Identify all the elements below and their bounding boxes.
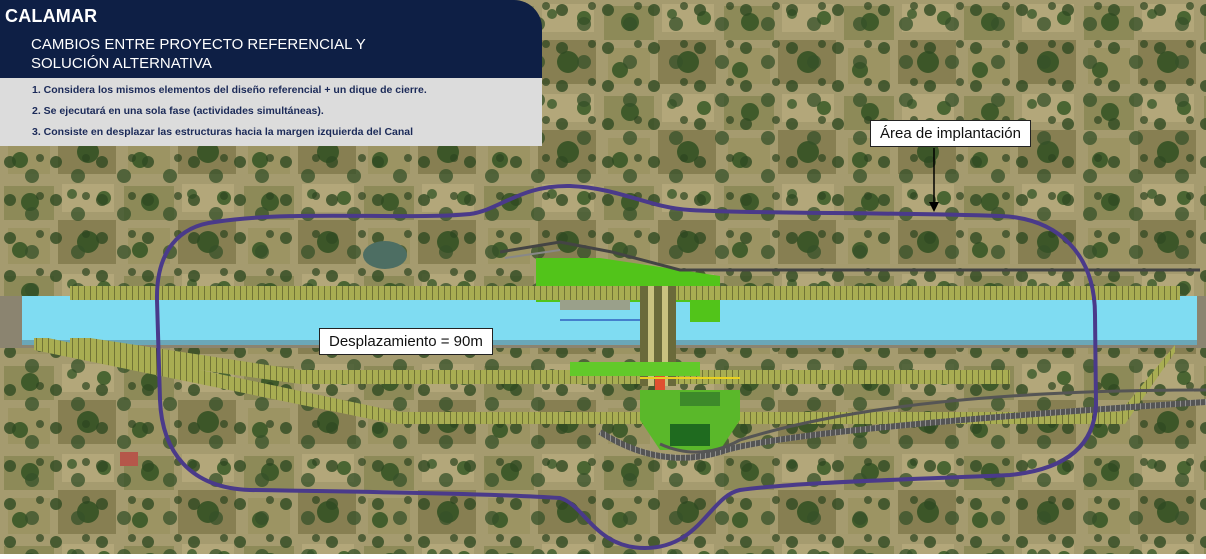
lock-structure: [560, 286, 740, 450]
subtitle-line-1: CAMBIOS ENTRE PROYECTO REFERENCIAL Y: [31, 36, 366, 53]
note-1: 1. Considera los mismos elementos del di…: [32, 84, 427, 96]
page-subtitle: CAMBIOS ENTRE PROYECTO REFERENCIAL Y SOL…: [31, 35, 511, 73]
implantation-boundary: [154, 183, 1099, 551]
track-north: [499, 240, 1200, 272]
dike-lower-inner: [70, 338, 1010, 384]
track-south: [598, 399, 1206, 461]
page-title: CALAMAR: [5, 6, 98, 26]
callout-arrowhead: [929, 202, 939, 212]
track-north-2: [504, 249, 561, 259]
roof: [120, 452, 138, 466]
displacement-label: Desplazamiento = 90m: [319, 328, 493, 355]
subtitle-line-2: SOLUCIÓN ALTERNATIVA: [31, 55, 212, 72]
title-card: CALAMAR CAMBIOS ENTRE PROYECTO REFERENCI…: [0, 0, 542, 78]
pond: [363, 241, 407, 269]
area-label: Área de implantación: [870, 120, 1031, 147]
note-3: 3. Consiste en desplazar las estructuras…: [32, 126, 414, 138]
note-2: 2. Se ejecutará en una sola fase (activi…: [32, 105, 324, 117]
dike-lower-outer: [34, 338, 1175, 424]
structure-upper-gray: [560, 300, 630, 310]
dike-upper: [70, 286, 1180, 300]
notes-box: 1. Considera los mismos elementos del di…: [0, 78, 542, 146]
track-south-2: [659, 388, 1206, 454]
